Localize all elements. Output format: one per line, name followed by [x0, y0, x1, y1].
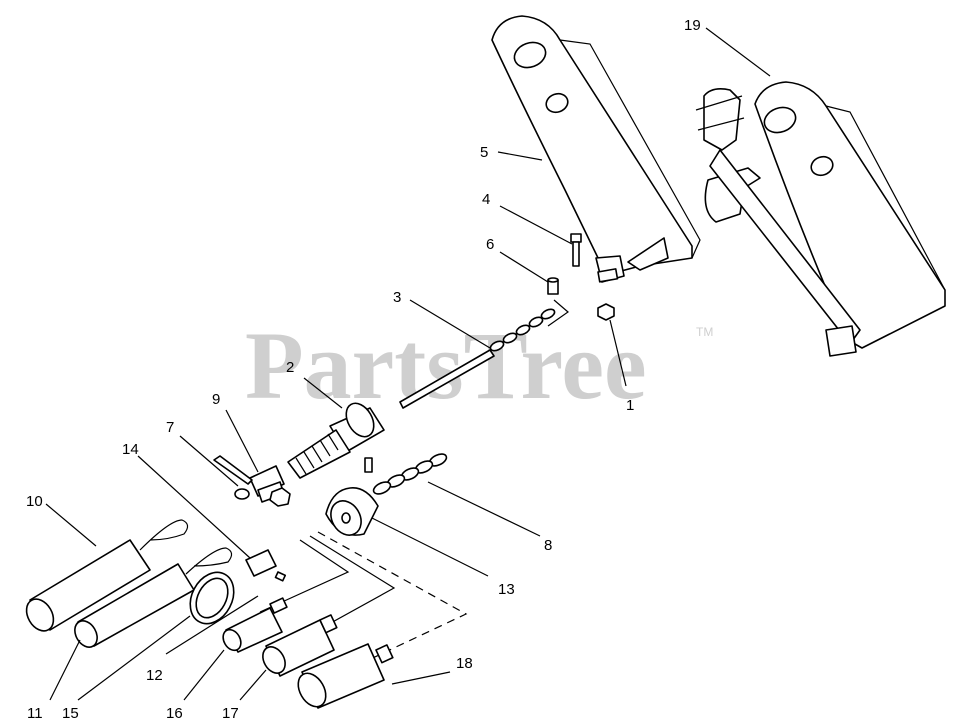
- callout-6: 6: [486, 236, 494, 253]
- weight-part-18: [297, 643, 394, 709]
- callout-3: 3: [393, 289, 401, 306]
- arm-part-19: [695, 81, 946, 357]
- callout-7: 7: [166, 419, 174, 436]
- chain-part-3: [399, 299, 569, 409]
- callout-12: 12: [146, 667, 163, 684]
- bolt-part-7: [213, 455, 291, 507]
- callout-11: 11: [27, 705, 43, 722]
- weight-part-16: [222, 597, 288, 653]
- cone-part-13: [325, 487, 379, 536]
- spacer-part-6: [547, 277, 559, 295]
- callout-8: 8: [544, 537, 552, 554]
- callout-14: 14: [122, 441, 139, 458]
- callout-1: 1: [626, 397, 634, 414]
- callout-19: 19: [684, 17, 701, 34]
- tube-part-10: [25, 519, 189, 632]
- callout-16: 16: [166, 705, 183, 722]
- leader-lines: [45, 27, 771, 701]
- callout-18: 18: [456, 655, 473, 672]
- watermark-trademark: TM: [696, 325, 713, 339]
- clevis-part-14: [245, 549, 287, 582]
- chain-part-8: [364, 453, 448, 495]
- weight-part-17: [262, 614, 338, 677]
- callout-13: 13: [498, 581, 515, 598]
- nut-part-1: [597, 303, 615, 321]
- callout-10: 10: [26, 493, 43, 510]
- callout-2: 2: [286, 359, 294, 376]
- callout-17: 17: [222, 705, 239, 722]
- bolt-part-4: [570, 233, 582, 267]
- watermark-text: PartsTree: [245, 312, 647, 419]
- cone-part-2: [287, 402, 385, 479]
- ring-part-15: [189, 571, 235, 625]
- callout-9: 9: [212, 391, 220, 408]
- callout-4: 4: [482, 191, 490, 208]
- callout-5: 5: [480, 144, 488, 161]
- callout-labels: 1 2 3 4 5 6 7 8 9 10 11 12 13 14 15 16 1…: [26, 17, 701, 722]
- arm-part-5: [491, 15, 701, 283]
- callout-15: 15: [62, 705, 79, 722]
